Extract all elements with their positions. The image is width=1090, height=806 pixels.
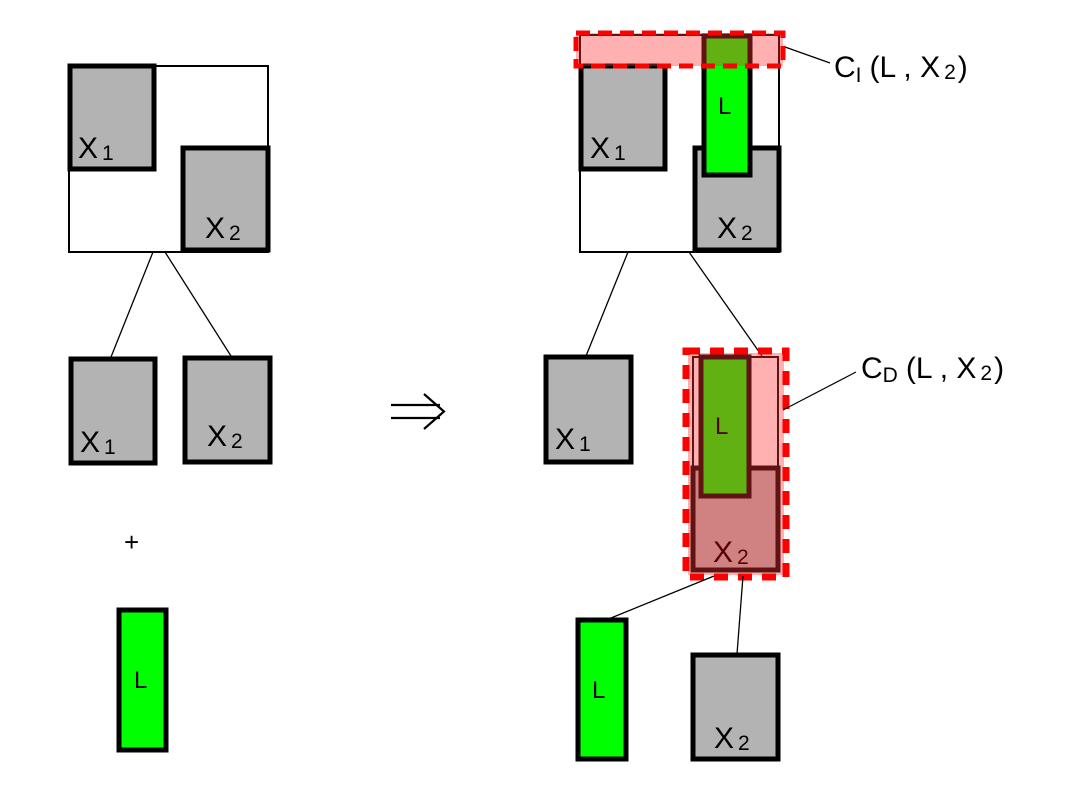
merged-edge-l [605, 575, 715, 621]
left-parent-x1 [67, 63, 157, 172]
cd-overlap-region [688, 353, 784, 575]
ci-leader-line [784, 46, 831, 64]
right-child-l [575, 617, 629, 762]
cd-dashed-border [682, 347, 790, 581]
implies-arrow-icon [391, 393, 446, 430]
right-parent-l-label: L [718, 93, 731, 120]
cd-leader-line [782, 371, 857, 411]
plus-sign: + [124, 527, 139, 557]
right-child-x1 [543, 354, 634, 465]
left-edge-x1 [110, 251, 154, 358]
right-edge-merged [688, 251, 763, 357]
right-edge-x1 [585, 251, 629, 357]
merged-edge-x2 [736, 575, 744, 655]
merged-l-label: L [715, 413, 728, 440]
ci-overlap-region [576, 33, 783, 66]
right-parent-x1 [578, 63, 668, 172]
merged-l [698, 354, 752, 499]
right-child-l-label: L [592, 677, 605, 704]
new-leaf-l-label: L [134, 667, 147, 694]
right-parent-l [701, 33, 753, 178]
left-child-x2 [182, 355, 273, 465]
left-child-x1 [68, 356, 158, 466]
right-child-x2 [690, 652, 781, 762]
ci-dashed-border [573, 30, 786, 69]
new-leaf-l [116, 607, 169, 753]
left-parent-x2 [180, 145, 271, 253]
left-edge-x2 [164, 251, 232, 357]
